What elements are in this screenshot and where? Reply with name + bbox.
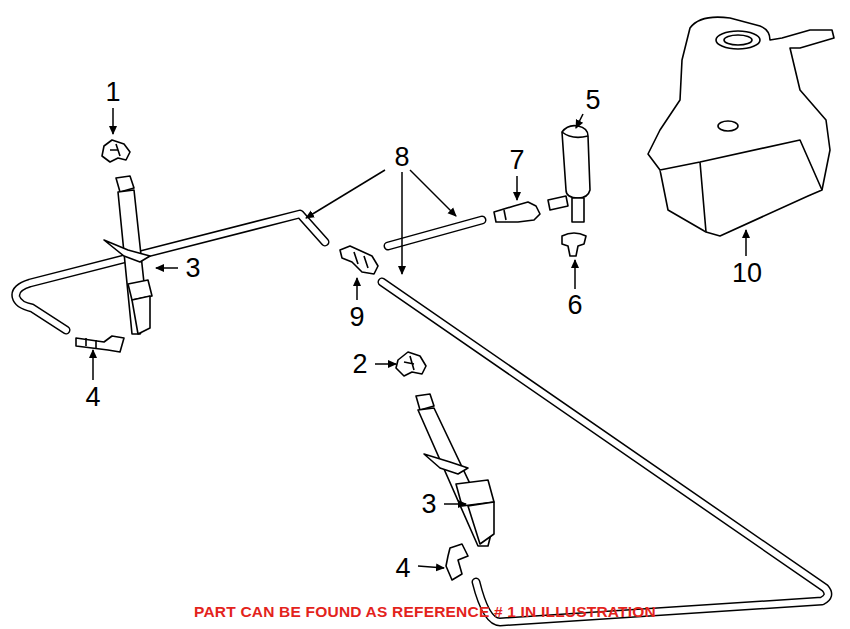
callout-number: 1 [105,79,120,106]
callout-number: 8 [394,144,409,171]
callout-number: 3 [185,255,200,282]
callout-number: 6 [567,292,582,319]
callout-number: 10 [732,260,762,287]
callout-number: 5 [585,87,600,114]
callout-number: 4 [395,555,410,582]
callout-number: 4 [85,384,100,411]
callout-number: 7 [509,147,524,174]
callout-number: 3 [421,491,436,518]
callout-number: 2 [352,351,367,378]
callout-number: 9 [349,304,364,331]
part-note: PART CAN BE FOUND AS REFERENCE # 1 IN IL… [194,603,656,621]
